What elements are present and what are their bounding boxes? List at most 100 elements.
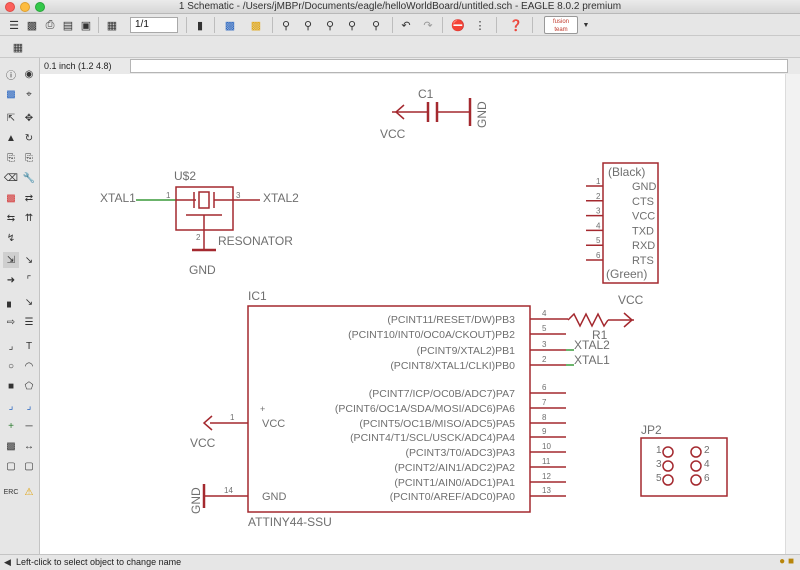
jp2-name: JP2	[641, 423, 662, 437]
window-icon[interactable]: ▣	[80, 19, 92, 32]
add-part-icon[interactable]: ▩	[6, 192, 16, 204]
us2-name: U$2	[174, 169, 196, 183]
mark-icon[interactable]: ⌖	[26, 88, 32, 100]
xtal-nets[interactable]: XTAL2 XTAL1	[566, 338, 610, 367]
net-icon[interactable]: ⌟	[26, 400, 32, 412]
frame-icon[interactable]: ▢	[6, 460, 16, 472]
ic1-pin-number: 5	[542, 324, 547, 333]
r1-vcc-label: VCC	[618, 293, 644, 307]
chevron-down-icon[interactable]: ▼	[582, 21, 590, 29]
schematic-canvas[interactable]: C1 GND VCC U$2 XTAL1	[40, 74, 785, 554]
erc-check-icon[interactable]: ERC	[3, 488, 19, 496]
wire-icon[interactable]: ⌟	[8, 340, 14, 352]
jp2-pin-pad	[690, 460, 702, 472]
wrench-icon[interactable]: 🔧	[22, 172, 36, 184]
paste-icon[interactable]: ⎘	[25, 152, 33, 164]
resistor-r1[interactable]: R1 VCC	[567, 293, 644, 342]
smash-icon[interactable]: ⌜	[26, 274, 32, 286]
rotate-icon[interactable]: ↻	[24, 132, 34, 144]
zoom-in-icon[interactable]: ⚲	[303, 19, 313, 32]
info-icon[interactable]: ⓘ	[6, 70, 16, 82]
board-switch-icon[interactable]: ▩	[224, 19, 236, 32]
window-minimize-button[interactable]	[20, 2, 30, 12]
warning-icon[interactable]: ⚠	[24, 486, 34, 498]
label-icon[interactable]: ─	[25, 420, 33, 432]
grid-icon[interactable]: ▦	[12, 41, 24, 54]
c1-gnd-label: GND	[475, 101, 489, 128]
copy-icon[interactable]: ⎘	[7, 152, 15, 164]
slice-icon[interactable]: ↘	[24, 296, 34, 308]
c1-name: C1	[418, 87, 434, 101]
attribute-icon[interactable]: ☰	[24, 316, 34, 328]
vertical-scrollbar[interactable]	[785, 74, 800, 554]
name-icon[interactable]: ↯	[6, 232, 16, 244]
gateswap-icon[interactable]: ⇈	[24, 212, 34, 224]
zoom-redraw-icon[interactable]: ⚲	[347, 19, 357, 32]
replace-icon[interactable]: ⇆	[6, 212, 16, 224]
move-group-icon[interactable]: ⇱	[6, 112, 16, 124]
show-icon[interactable]: ◉	[24, 68, 34, 80]
fusion-team-logo-button[interactable]: fusion team	[544, 16, 578, 34]
ic1-pin-number: 13	[542, 486, 551, 495]
header-pin-name: VCC	[632, 211, 655, 223]
header-pin-number: 2	[596, 192, 601, 201]
value-icon[interactable]: ➜	[6, 274, 16, 286]
header-pin-name: RXD	[632, 240, 655, 252]
coordinate-display: 0.1 inch (1.2 4.8)	[44, 61, 112, 71]
status-arrow-icon: ◀	[4, 557, 11, 567]
bus-icon[interactable]: ⌟	[8, 400, 14, 412]
ic1-pin-number: 8	[542, 413, 547, 422]
resonator-us2[interactable]: U$2 XTAL1 XTAL2 1 3 2 RESONATOR GND	[100, 169, 299, 277]
window-maximize-button[interactable]	[35, 2, 45, 12]
undo-icon[interactable]: ↶	[401, 19, 411, 32]
miter-icon[interactable]: ↘	[24, 254, 34, 266]
module-icon[interactable]: ▢	[24, 460, 34, 472]
invoke-icon[interactable]: ⇨	[6, 316, 16, 328]
jp2-pin-pad	[662, 446, 674, 458]
sheet-selector[interactable]: 1/1	[130, 17, 178, 33]
command-input[interactable]	[130, 59, 788, 73]
print-icon[interactable]: ⎙	[45, 18, 55, 31]
display-layers-icon[interactable]: ▩	[6, 88, 16, 100]
split-icon[interactable]: ⇲	[3, 252, 19, 268]
stop-icon[interactable]: ⛔	[451, 19, 465, 32]
rectangle-icon[interactable]: ■	[7, 380, 15, 392]
cam-icon[interactable]: ▤	[62, 19, 74, 32]
go-icon[interactable]: ⋮	[474, 19, 486, 32]
redo-icon[interactable]: ↷	[423, 19, 433, 32]
optimize-icon[interactable]: ▖	[7, 296, 15, 308]
delete-icon[interactable]: ⌫	[3, 172, 19, 184]
text-icon[interactable]: T	[25, 340, 33, 352]
polygon-icon[interactable]: ⬠	[24, 380, 34, 392]
sheets-icon[interactable]: ▦	[106, 19, 118, 32]
window-close-button[interactable]	[5, 2, 15, 12]
help-icon[interactable]: ❓	[509, 19, 523, 32]
jp2-pin-pad	[690, 446, 702, 458]
ic1-pin-number: 2	[542, 355, 547, 364]
ic1-attiny44[interactable]: IC1 ATTINY44-SSU 1 + VCC VCC 14 GND GND …	[189, 289, 568, 529]
zoom-fit-icon[interactable]: ⚲	[281, 19, 291, 32]
ulp-icon[interactable]: ▩	[250, 19, 262, 32]
move-icon[interactable]: ✥	[24, 112, 34, 124]
open-icon[interactable]: ☰	[9, 19, 19, 32]
library-icon[interactable]: ▮	[196, 19, 204, 32]
circle-icon[interactable]: ○	[7, 360, 15, 372]
capacitor-c1[interactable]: C1 GND VCC	[380, 87, 489, 141]
ic1-pin-name: (PCINT5/OC1B/MISO/ADC5)PA5	[359, 418, 515, 430]
pinswap-icon[interactable]: ⇄	[24, 192, 34, 204]
save-icon[interactable]: ▩	[26, 19, 38, 32]
zoom-out-icon[interactable]: ⚲	[325, 19, 335, 32]
zoom-select-icon[interactable]: ⚲	[371, 19, 381, 32]
ic1-gnd-net: GND	[189, 487, 203, 514]
dimension-icon[interactable]: ↔	[24, 440, 34, 452]
mirror-icon[interactable]: ▲	[6, 132, 16, 144]
jp2-pin-pad	[690, 474, 702, 486]
arc-icon[interactable]: ◠	[24, 360, 34, 372]
jp2-pin-number: 4	[704, 459, 710, 470]
junction-icon[interactable]: +	[8, 420, 14, 432]
ic1-pin-name: (PCINT10/INT0/OC0A/CKOUT)PB2	[348, 329, 515, 341]
schematic-drawing[interactable]: C1 GND VCC U$2 XTAL1	[40, 74, 785, 554]
erc-icon[interactable]: ▩	[6, 440, 16, 452]
